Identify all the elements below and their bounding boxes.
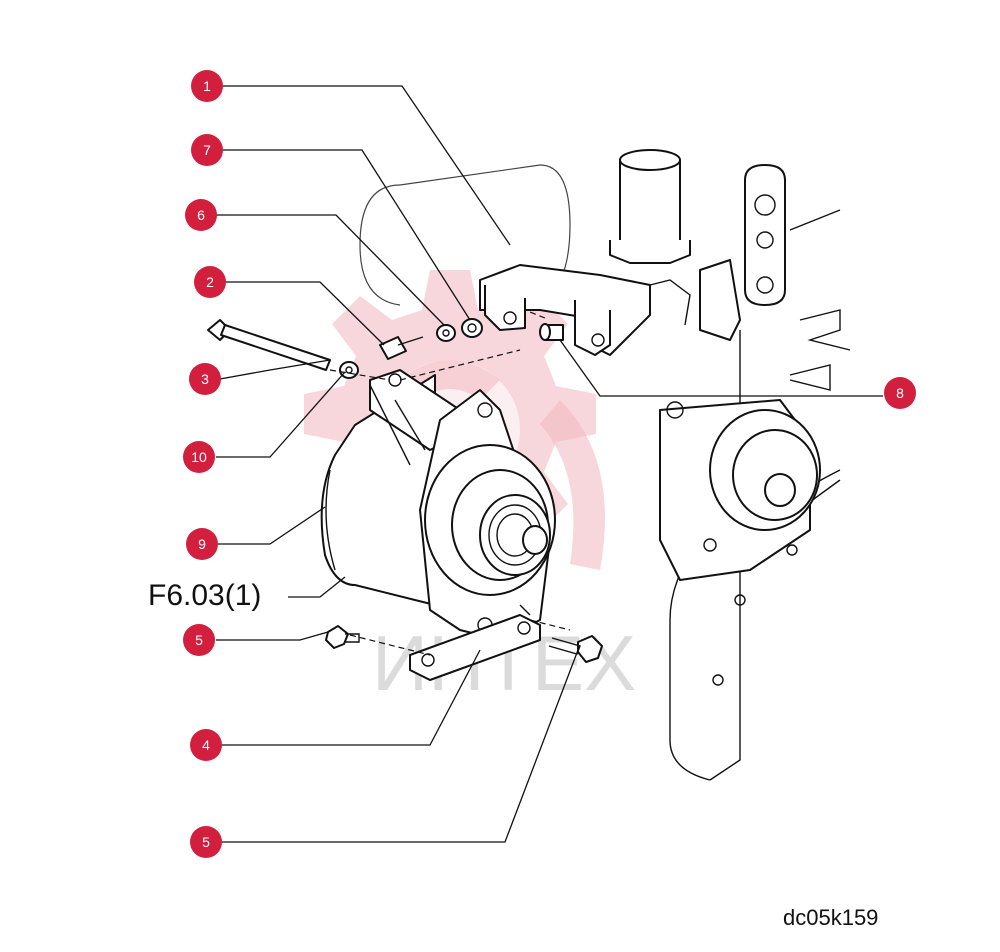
callout-3: 3 bbox=[189, 363, 221, 395]
figure-reference: F6.03(1) bbox=[148, 579, 261, 612]
assembly-lines bbox=[329, 309, 571, 656]
lower-bolts bbox=[325, 625, 603, 663]
drawing-code: dc05k159 bbox=[783, 905, 878, 930]
svg-text:5: 5 bbox=[202, 834, 210, 850]
svg-text:3: 3 bbox=[201, 371, 209, 387]
callout-9: 9 bbox=[186, 528, 218, 560]
svg-text:7: 7 bbox=[203, 142, 211, 158]
callout-5-upper: 5 bbox=[183, 624, 215, 656]
svg-text:10: 10 bbox=[191, 449, 207, 465]
fasteners-upper bbox=[379, 318, 483, 360]
svg-text:5: 5 bbox=[195, 632, 203, 648]
upper-mounting-bracket bbox=[479, 264, 691, 356]
callout-2: 2 bbox=[194, 266, 226, 298]
callout-4: 4 bbox=[190, 729, 222, 761]
callout-8: 8 bbox=[884, 377, 916, 409]
svg-text:1: 1 bbox=[203, 78, 211, 94]
svg-text:9: 9 bbox=[198, 536, 206, 552]
alternator bbox=[320, 369, 556, 681]
callout-5-lower: 5 bbox=[190, 826, 222, 858]
pivot-bolt bbox=[207, 319, 359, 379]
leader-lines bbox=[216, 85, 883, 843]
svg-text:2: 2 bbox=[206, 274, 214, 290]
callout-1: 1 bbox=[191, 70, 223, 102]
callout-7: 7 bbox=[191, 134, 223, 166]
svg-text:6: 6 bbox=[197, 207, 205, 223]
callout-6: 6 bbox=[185, 199, 217, 231]
svg-text:8: 8 bbox=[896, 385, 904, 401]
engine-background bbox=[359, 149, 851, 781]
callout-10: 10 bbox=[183, 441, 215, 473]
svg-text:4: 4 bbox=[202, 737, 210, 753]
